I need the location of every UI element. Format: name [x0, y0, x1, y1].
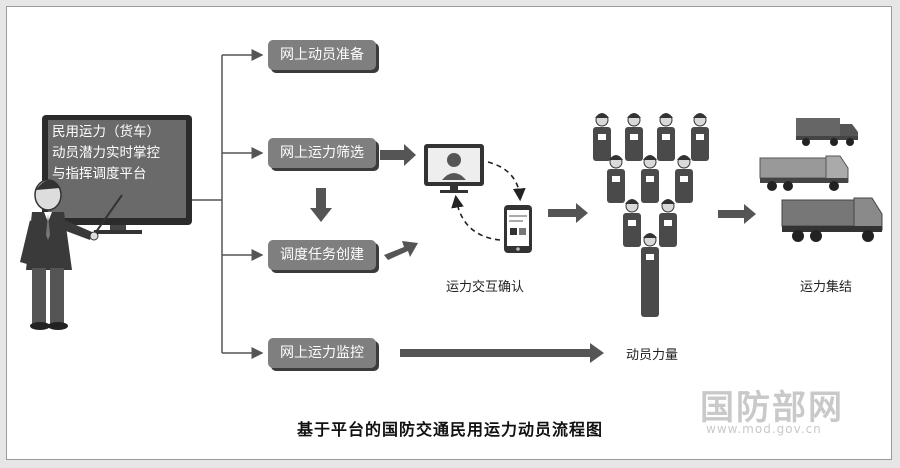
soldier-icon	[675, 155, 693, 203]
soldier-icon	[657, 113, 675, 161]
platform-screen-text: 民用运力（货车） 动员潜力实时掌控 与指挥调度平台	[52, 122, 184, 185]
arrow-to-assembly	[718, 204, 756, 224]
arrow-down-to-task	[310, 188, 332, 222]
phone-qr-icon	[504, 205, 532, 253]
soldier-icon	[607, 155, 625, 203]
label-capacity-assembly: 运力集结	[800, 280, 853, 295]
screen-line-2: 动员潜力实时掌控	[52, 145, 160, 161]
dashed-cycle-arrows	[451, 161, 526, 241]
arrow-to-video-call	[380, 144, 416, 166]
soldier-icon	[623, 199, 641, 247]
presenter-icon	[20, 179, 123, 330]
truck-small-icon	[796, 118, 858, 146]
screen-line-1: 民用运力（货车）	[52, 124, 160, 140]
soldier-group	[593, 113, 709, 317]
thick-arrows	[310, 144, 756, 363]
arrow-monitor-to-force	[400, 343, 604, 363]
label-mobilized-force: 动员力量	[626, 348, 679, 363]
soldier-icon	[691, 113, 709, 161]
arrow-to-interaction	[384, 241, 418, 260]
step-online-capacity-screening: 网上运力筛选	[268, 138, 376, 168]
truck-medium-icon	[759, 155, 849, 191]
diagram-caption: 基于平台的国防交通民用运力动员流程图	[296, 420, 603, 439]
screen-line-3: 与指挥调度平台	[52, 166, 147, 182]
video-call-icon	[424, 144, 484, 193]
step-dispatch-task-creation: 调度任务创建	[268, 240, 376, 270]
monitor-icon	[42, 115, 192, 234]
soldier-icon	[641, 233, 659, 317]
step-online-capacity-monitoring: 网上运力监控	[268, 338, 376, 368]
watermark-name: 国防部网	[700, 388, 844, 428]
truck-large-icon	[781, 197, 883, 242]
soldier-icon	[659, 199, 677, 247]
diagram-frame	[6, 6, 892, 460]
branch-connector	[192, 49, 264, 359]
label-interaction-confirm: 运力交互确认	[446, 280, 525, 295]
arrow-to-force	[548, 203, 588, 223]
soldier-icon	[641, 155, 659, 203]
step-online-mobilization-prep: 网上动员准备	[268, 40, 376, 70]
soldier-icon	[625, 113, 643, 161]
watermark-url: www.mod.gov.cn	[706, 422, 822, 436]
soldier-icon	[593, 113, 611, 161]
